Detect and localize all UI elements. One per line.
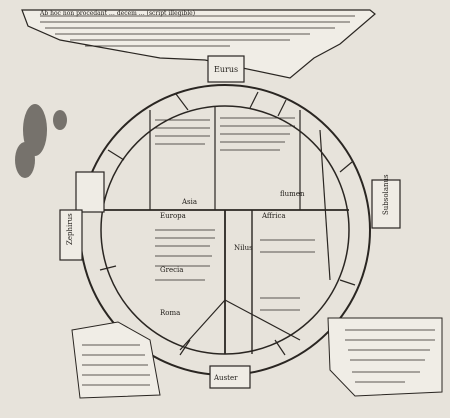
label-nilus: Nilus: [234, 244, 253, 252]
header-banner: [21, 9, 376, 79]
label-north: Eurus: [214, 65, 238, 74]
wind-box-west-upper: [75, 171, 105, 213]
label-asia: Asia: [181, 198, 197, 206]
label-grecia: Grecia: [160, 266, 183, 274]
label-affrica: Affrica: [261, 212, 286, 220]
wind-box-west: [59, 209, 83, 261]
label-flumen: flumen: [280, 190, 305, 198]
header-text: Ab hoc non procedant … decem … (script i…: [39, 10, 195, 17]
note-block-right: [327, 317, 443, 397]
label-east: Subsolanus: [382, 174, 390, 215]
wind-box-south: [209, 365, 251, 389]
label-europa: Europa: [160, 212, 186, 220]
label-west: Zephirus: [66, 213, 74, 245]
region-text-lines: [155, 117, 315, 311]
wind-boxes: [59, 55, 401, 389]
ring-segments: [99, 91, 356, 356]
wind-box-north: [207, 55, 245, 83]
wind-box-east: [371, 179, 401, 229]
header-text-lines: [40, 15, 355, 47]
ink-stain: [15, 104, 67, 178]
label-roma: Roma: [160, 309, 180, 317]
note-block-left: [71, 321, 161, 399]
label-south: Auster: [213, 374, 238, 382]
